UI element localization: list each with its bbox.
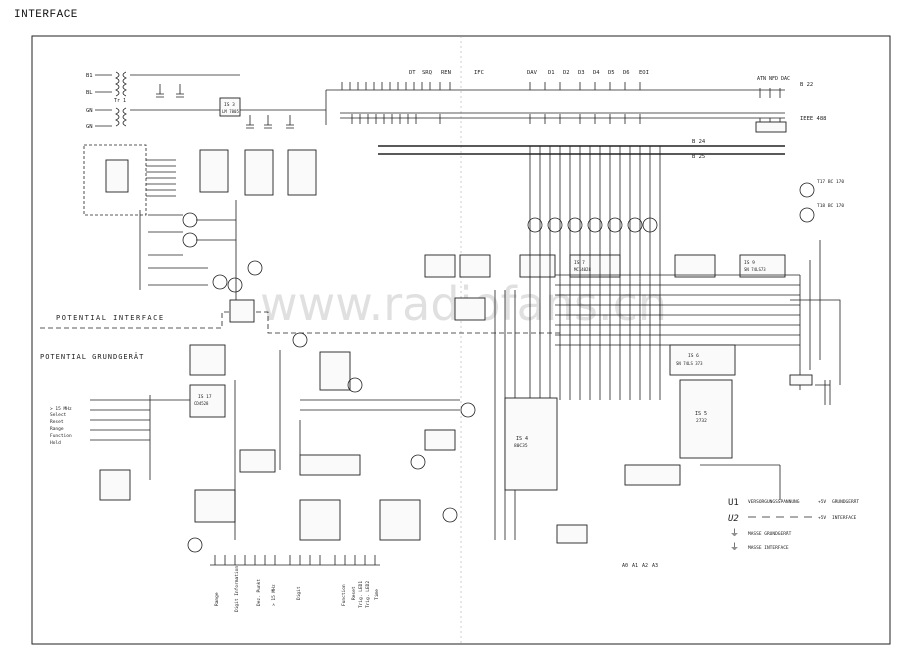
- bus-label-eoi: EOI: [639, 70, 649, 76]
- legend: U1 VERSORGUNGSSPANNUNG +5V GRUNDGERÄT U2…: [728, 498, 859, 553]
- input-label-select: Select: [50, 412, 67, 418]
- bus-name-b22: B 22: [800, 82, 813, 88]
- bus-label-d4: D4: [593, 70, 600, 76]
- bottom-connector: [210, 555, 380, 566]
- microcontroller-area: [504, 344, 736, 544]
- bus-region: [326, 82, 787, 155]
- bottom-label-trig-led2: Trig. LED2: [365, 581, 371, 608]
- bus-name-b24: B 24: [692, 139, 706, 145]
- bus-label-d1: D1: [548, 70, 555, 76]
- chip-is6-name: IS 6: [688, 353, 699, 359]
- chip-is7-part: MC14028: [574, 267, 591, 272]
- bottom-label-digit: Digit: [296, 586, 302, 600]
- legend-u1-value: +5V: [818, 499, 826, 505]
- pin-gn2: GN: [86, 124, 93, 130]
- ground-icon: ⏚: [730, 528, 739, 539]
- input-label-reset: Reset: [50, 419, 64, 425]
- section-label-grundgeraet: POTENTIAL GRUNDGERÄT: [40, 352, 144, 361]
- bus-label-d3: D3: [578, 70, 585, 76]
- legend-u1-note: GRUNDGERÄT: [832, 498, 859, 505]
- legend-u2-note: INTERFACE: [832, 515, 857, 521]
- legend-u2-symbol: U2: [728, 514, 739, 524]
- legend-u2-value: +5V: [818, 515, 826, 521]
- bottom-label-function: Function: [341, 584, 347, 606]
- bus-label-ren: REN: [441, 70, 451, 76]
- grundgeraet-section: [90, 332, 476, 553]
- bus-label-d5: D5: [608, 70, 615, 76]
- power-supply-section: [95, 71, 327, 129]
- chip-is17-part: CD4528: [194, 401, 209, 406]
- pin-b1: B1: [86, 73, 93, 79]
- chip-is5-name: IS 5: [695, 411, 707, 417]
- bottom-label-time: Time: [374, 589, 380, 600]
- address-a0: A0: [622, 563, 628, 569]
- input-label-function: Function: [50, 433, 72, 439]
- chip-is17-name: IS 17: [198, 394, 212, 400]
- bottom-label-range: Range: [214, 592, 220, 606]
- transistor-t18: T18 BC 170: [817, 203, 844, 209]
- page-title: INTERFACE: [14, 9, 78, 21]
- ground-icon: ⏚: [730, 542, 739, 553]
- bus-label-dac: DAC: [781, 76, 790, 82]
- bus-label-atn: ATN: [757, 76, 766, 82]
- legend-gnd1-text: MASSE GRUNDGERÄT: [748, 530, 792, 537]
- address-a3: A3: [652, 563, 658, 569]
- bottom-label-digit-info: Digit Information: [234, 566, 240, 612]
- chip-is9-part: SN 74LS73: [744, 267, 766, 272]
- bottom-label-reset: Reset: [351, 586, 357, 600]
- input-label-hold: Hold: [50, 440, 61, 446]
- bus-label-nfd: NFD: [769, 76, 778, 82]
- section-label-interface: POTENTIAL INTERFACE: [56, 314, 165, 322]
- bus-name-ieee488: IEEE 488: [800, 116, 827, 122]
- legend-gnd2-text: MASSE INTERFACE: [748, 545, 789, 551]
- bus-name-b25: B 25: [692, 154, 705, 160]
- legend-u1-symbol: U1: [728, 498, 739, 508]
- display-module: [83, 144, 176, 216]
- bus-label-srq: SRQ: [422, 70, 432, 76]
- chip-is3-name: IS 3: [224, 102, 235, 108]
- bus-label-dav: DAV: [527, 70, 538, 76]
- input-label-range: Range: [50, 426, 64, 432]
- bottom-label-15mhz: > 15 MHz: [271, 584, 277, 606]
- transformer-label: Tr 1: [114, 98, 126, 104]
- chip-is3-part: LM 7805: [222, 109, 239, 114]
- led-transistor-row: [527, 182, 815, 233]
- address-a1: A1: [632, 563, 638, 569]
- right-side-wiring: [700, 240, 841, 500]
- legend-u1-text: VERSORGUNGSSPANNUNG: [748, 499, 800, 505]
- driver-transistors: [139, 200, 263, 300]
- data-bus-bundle: [494, 146, 800, 540]
- chip-is9-name: IS 9: [744, 260, 755, 266]
- chip-is6-part: SN 74LS 373: [676, 361, 703, 366]
- bottom-label-dez-punkt: Dez. Punkt: [256, 579, 262, 606]
- bus-label-dt: DT: [409, 70, 416, 76]
- pin-gn1: GN: [86, 108, 93, 114]
- bus-label-d2: D2: [563, 70, 570, 76]
- bus-label-d6: D6: [623, 70, 630, 76]
- transistor-t17: T17 BC 170: [817, 179, 844, 185]
- bottom-label-trig-led1: Trig. LED1: [358, 581, 364, 608]
- bus-label-ifc: IFC: [474, 70, 484, 76]
- chip-is4-part: 80C35: [514, 443, 528, 449]
- chip-is5-part: 2732: [696, 418, 707, 424]
- address-a2: A2: [642, 563, 648, 569]
- chips-upper: [199, 149, 786, 323]
- pin-bl: BL: [86, 90, 93, 96]
- input-label-15mhz: > 15 MHz: [50, 406, 72, 412]
- bottom-label-group: Range Digit Information Dez. Punkt > 15 …: [214, 566, 380, 612]
- chip-is7-name: IS 7: [574, 260, 585, 266]
- chip-is4-name: IS 4: [516, 436, 528, 442]
